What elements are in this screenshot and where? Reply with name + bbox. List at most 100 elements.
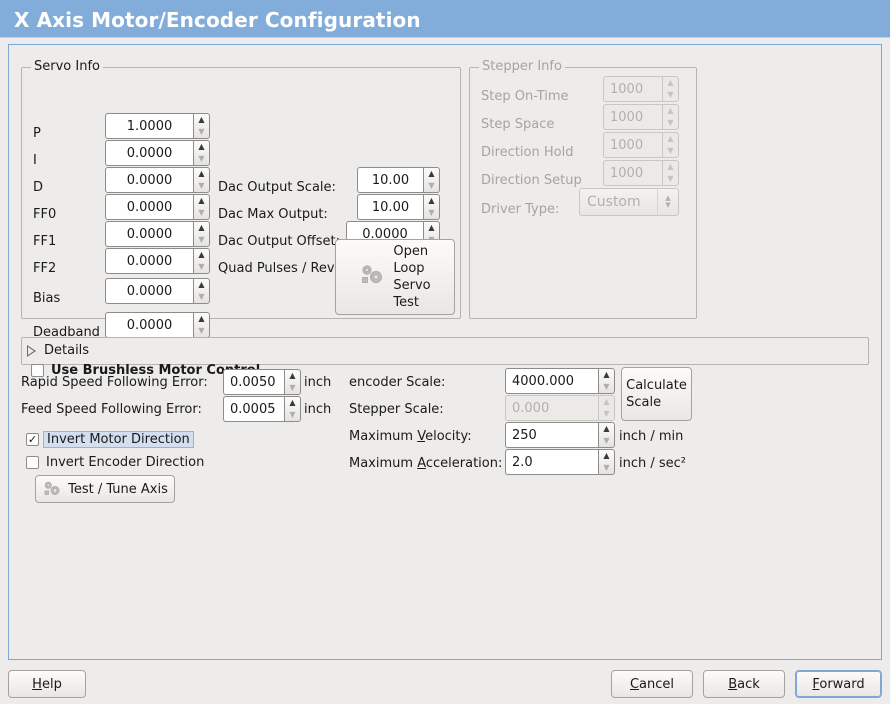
servo-input-p-stepper[interactable]: ▲ ▼ xyxy=(193,113,210,139)
servo-input-d[interactable]: 0.0000 ▲ ▼ xyxy=(105,167,210,193)
cancel-button[interactable]: Cancel xyxy=(611,670,693,698)
chevron-up-icon[interactable]: ▲ xyxy=(428,196,435,205)
servo-input-ff1-stepper[interactable]: ▲ ▼ xyxy=(193,221,210,247)
invert-motor-direction-label: Invert Motor Direction xyxy=(43,431,194,448)
encoder-scale-stepper[interactable]: ▲ ▼ xyxy=(598,368,615,394)
chevron-up-icon[interactable]: ▲ xyxy=(198,169,205,178)
servo-input-ff0-value[interactable]: 0.0000 xyxy=(105,194,193,220)
test-tune-axis-button[interactable]: Test / Tune Axis xyxy=(35,475,175,503)
servo-input-deadband[interactable]: 0.0000 ▲ ▼ xyxy=(105,312,210,338)
chevron-up-icon[interactable]: ▲ xyxy=(289,371,296,380)
servo-input-bias-value[interactable]: 0.0000 xyxy=(105,278,193,304)
servo-input-p[interactable]: 1.0000 ▲ ▼ xyxy=(105,113,210,139)
servo-input-deadband-stepper[interactable]: ▲ ▼ xyxy=(193,312,210,338)
servo-input-p-value[interactable]: 1.0000 xyxy=(105,113,193,139)
feed-following-error-stepper[interactable]: ▲ ▼ xyxy=(284,396,301,422)
servo-input-ff0[interactable]: 0.0000 ▲ ▼ xyxy=(105,194,210,220)
chevron-up-icon[interactable]: ▲ xyxy=(603,424,610,433)
chevron-down-icon[interactable]: ▼ xyxy=(289,410,296,419)
dac-output-scale-input[interactable]: 10.00 ▲ ▼ xyxy=(357,167,440,193)
chevron-down-icon[interactable]: ▼ xyxy=(198,262,205,271)
chevron-down-icon[interactable]: ▼ xyxy=(198,208,205,217)
chevron-up-icon[interactable]: ▲ xyxy=(198,280,205,289)
checkbox-indicator[interactable] xyxy=(26,456,39,469)
dac-max-output-value[interactable]: 10.00 xyxy=(357,194,423,220)
open-loop-servo-test-button[interactable]: Open Loop Servo Test xyxy=(335,239,455,315)
servo-input-d-value[interactable]: 0.0000 xyxy=(105,167,193,193)
chevron-down-icon[interactable]: ▼ xyxy=(198,292,205,301)
invert-motor-direction-checkbox[interactable]: ✓ Invert Motor Direction xyxy=(26,431,194,448)
maximum-acceleration-input[interactable]: 2.0 ▲ ▼ xyxy=(505,449,615,475)
dac-output-scale-stepper[interactable]: ▲ ▼ xyxy=(423,167,440,193)
dac-output-scale-label: Dac Output Scale: xyxy=(218,180,336,195)
chevron-up-icon[interactable]: ▲ xyxy=(428,223,435,232)
dac-max-output-stepper[interactable]: ▲ ▼ xyxy=(423,194,440,220)
chevron-down-icon[interactable]: ▼ xyxy=(198,154,205,163)
step-space-stepper: ▲ ▼ xyxy=(662,104,679,130)
encoder-scale-input[interactable]: 4000.000 ▲ ▼ xyxy=(505,368,615,394)
servo-input-ff2-value[interactable]: 0.0000 xyxy=(105,248,193,274)
chevron-down-icon[interactable]: ▼ xyxy=(428,181,435,190)
dialog-action-bar: Help Cancel Back Forward xyxy=(0,662,890,704)
dac-max-output-input[interactable]: 10.00 ▲ ▼ xyxy=(357,194,440,220)
feed-following-error-input[interactable]: 0.0005 ▲ ▼ xyxy=(223,396,301,422)
use-brushless-motor-control-checkbox[interactable]: Use Brushless Motor Control xyxy=(31,363,260,378)
forward-button[interactable]: Forward xyxy=(795,670,882,698)
chevron-up-icon[interactable]: ▲ xyxy=(198,142,205,151)
chevron-down-icon[interactable]: ▼ xyxy=(428,208,435,217)
chevron-up-icon[interactable]: ▲ xyxy=(289,398,296,407)
servo-input-ff2-stepper[interactable]: ▲ ▼ xyxy=(193,248,210,274)
chevron-down-icon[interactable]: ▼ xyxy=(198,235,205,244)
servo-input-i-value[interactable]: 0.0000 xyxy=(105,140,193,166)
checkbox-indicator[interactable]: ✓ xyxy=(26,433,39,446)
servo-input-ff1[interactable]: 0.0000 ▲ ▼ xyxy=(105,221,210,247)
chevron-down-icon[interactable]: ▼ xyxy=(198,326,205,335)
chevron-right-icon[interactable] xyxy=(27,344,36,357)
chevron-down-icon[interactable]: ▼ xyxy=(603,382,610,391)
servo-input-i-stepper[interactable]: ▲ ▼ xyxy=(193,140,210,166)
maximum-acceleration-stepper[interactable]: ▲ ▼ xyxy=(598,449,615,475)
chevron-down-icon[interactable]: ▼ xyxy=(603,463,610,472)
chevron-up-icon[interactable]: ▲ xyxy=(198,196,205,205)
servo-input-ff2[interactable]: 0.0000 ▲ ▼ xyxy=(105,248,210,274)
back-button[interactable]: Back xyxy=(703,670,785,698)
chevron-down-icon[interactable]: ▼ xyxy=(289,383,296,392)
feed-following-error-value[interactable]: 0.0005 xyxy=(223,396,284,422)
chevron-up-icon[interactable]: ▲ xyxy=(428,169,435,178)
stepper-scale-stepper: ▲ ▼ xyxy=(598,395,615,421)
chevron-up-icon[interactable]: ▲ xyxy=(198,250,205,259)
rapid-following-error-stepper[interactable]: ▲ ▼ xyxy=(284,369,301,395)
servo-input-ff0-stepper[interactable]: ▲ ▼ xyxy=(193,194,210,220)
dac-max-output-label: Dac Max Output: xyxy=(218,207,328,222)
servo-input-ff1-value[interactable]: 0.0000 xyxy=(105,221,193,247)
maximum-acceleration-value[interactable]: 2.0 xyxy=(505,449,598,475)
chevron-up-icon[interactable]: ▲ xyxy=(198,314,205,323)
dac-output-scale-value[interactable]: 10.00 xyxy=(357,167,423,193)
calculate-scale-button[interactable]: Calculate Scale xyxy=(621,367,692,421)
help-button[interactable]: Help xyxy=(8,670,86,698)
maximum-velocity-value[interactable]: 250 xyxy=(505,422,598,448)
servo-input-d-stepper[interactable]: ▲ ▼ xyxy=(193,167,210,193)
chevron-down-icon[interactable]: ▼ xyxy=(603,436,610,445)
chevron-up-icon[interactable]: ▲ xyxy=(603,370,610,379)
maximum-velocity-input[interactable]: 250 ▲ ▼ xyxy=(505,422,615,448)
chevron-up-icon[interactable]: ▲ xyxy=(603,451,610,460)
invert-encoder-direction-checkbox[interactable]: Invert Encoder Direction xyxy=(26,455,204,470)
chevron-up-icon[interactable]: ▲ xyxy=(198,223,205,232)
chevron-up-icon[interactable]: ▲ xyxy=(198,115,205,124)
test-tune-axis-label: Test / Tune Axis xyxy=(68,481,168,497)
servo-input-deadband-value[interactable]: 0.0000 xyxy=(105,312,193,338)
details-expander[interactable]: Details xyxy=(27,343,89,358)
servo-input-i[interactable]: 0.0000 ▲ ▼ xyxy=(105,140,210,166)
checkbox-indicator[interactable] xyxy=(31,364,44,377)
encoder-scale-value[interactable]: 4000.000 xyxy=(505,368,598,394)
rapid-following-error-value[interactable]: 0.0050 xyxy=(223,369,284,395)
chevron-down-icon[interactable]: ▼ xyxy=(198,181,205,190)
dac-output-offset-label: Dac Output Offset: xyxy=(218,234,340,249)
rapid-following-error-input[interactable]: 0.0050 ▲ ▼ xyxy=(223,369,301,395)
chevron-down-icon[interactable]: ▼ xyxy=(198,127,205,136)
chevron-down-icon: ▼ xyxy=(603,409,610,418)
servo-input-bias[interactable]: 0.0000 ▲ ▼ xyxy=(105,278,210,304)
maximum-velocity-stepper[interactable]: ▲ ▼ xyxy=(598,422,615,448)
servo-input-bias-stepper[interactable]: ▲ ▼ xyxy=(193,278,210,304)
